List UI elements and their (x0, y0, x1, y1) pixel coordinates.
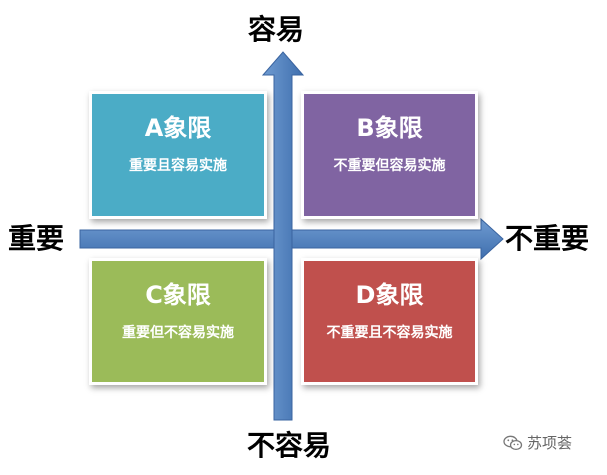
quadrant-b-title: B象限 (356, 114, 423, 142)
quadrant-d-title: D象限 (355, 281, 424, 309)
quadrant-c-title: C象限 (145, 281, 211, 309)
quadrant-b-subtitle: 不重要但容易实施 (333, 158, 446, 174)
axis-label-important: 重要 (8, 222, 65, 255)
axis-label-not-important: 不重要 (505, 222, 590, 255)
quadrant-c-subtitle: 重要但不容易实施 (122, 325, 234, 341)
quadrant-c: C象限 重要但不容易实施 (89, 258, 267, 385)
quadrant-a-subtitle: 重要且容易实施 (129, 158, 227, 174)
quadrant-a: A象限 重要且容易实施 (89, 91, 267, 219)
wechat-icon (503, 435, 523, 450)
quadrant-a-title: A象限 (144, 114, 212, 142)
watermark-text: 苏项荟 (527, 434, 573, 452)
axis-label-not-easy: 不容易 (247, 429, 332, 462)
quadrant-d-subtitle: 不重要且不容易实施 (326, 325, 453, 341)
watermark: 苏项荟 (503, 432, 572, 453)
quadrant-d: D象限 不重要且不容易实施 (301, 258, 478, 385)
axis-label-easy: 容易 (248, 13, 305, 46)
vertical-arrow (261, 51, 305, 421)
quadrant-b: B象限 不重要但容易实施 (301, 91, 478, 219)
